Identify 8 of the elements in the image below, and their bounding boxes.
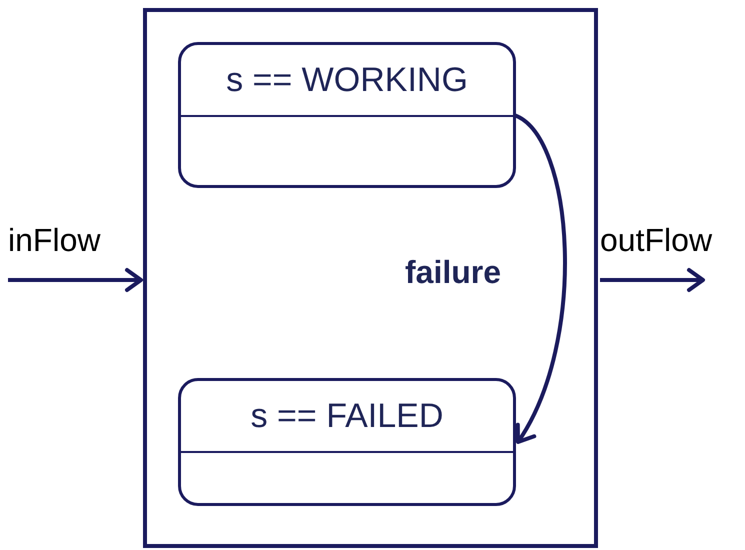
edge-label: outFlow [600, 222, 712, 259]
state-box [178, 378, 516, 506]
state-name: s == WORKING [226, 60, 468, 100]
edge-label: inFlow [8, 222, 100, 259]
state-box [178, 42, 516, 188]
state-name: s == FAILED [250, 396, 444, 436]
arrow [600, 268, 705, 292]
arrow [8, 268, 143, 292]
